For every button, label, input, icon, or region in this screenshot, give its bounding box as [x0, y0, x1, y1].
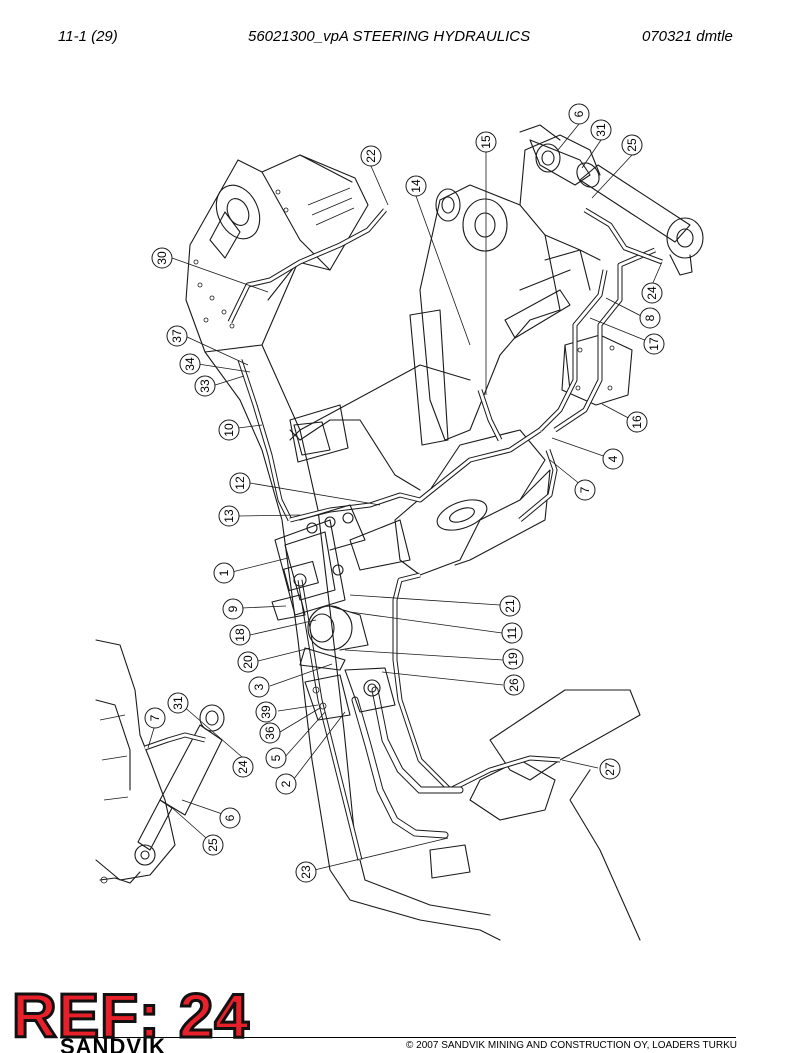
callout-number: 25 [206, 838, 220, 852]
callout-bubble: 25 [202, 834, 224, 856]
callout-number: 7 [578, 486, 592, 493]
callout-number: 10 [222, 423, 236, 437]
callout-bubble: 6 [568, 103, 590, 125]
callout-number: 8 [643, 314, 657, 321]
callout-number: 22 [364, 149, 378, 163]
page-number: 11-1 (29) [58, 28, 118, 45]
callout-number: 9 [226, 605, 240, 612]
callout-number: 5 [269, 754, 283, 761]
callout-bubble: 39 [255, 701, 277, 723]
callout-bubble: 24 [232, 756, 254, 778]
callout-bubble: 5 [265, 747, 287, 769]
center-frame [409, 134, 601, 446]
callout-number: 20 [241, 655, 255, 669]
callout-number: 7 [148, 714, 162, 721]
callout-bubble: 24 [641, 282, 663, 304]
detail-view-cylinder [95, 639, 225, 884]
callout-bubble: 21 [499, 595, 521, 617]
reference-stamp: REF: 24 [11, 982, 251, 1051]
callout-number: 12 [233, 476, 247, 490]
callout-bubble: 15 [475, 131, 497, 153]
callout-number: 27 [603, 762, 617, 776]
callout-number: 1 [217, 569, 231, 576]
callout-bubble: 7 [574, 479, 596, 501]
callout-bubble: 19 [502, 648, 524, 670]
callout-number: 15 [479, 135, 493, 149]
callout-bubble: 17 [643, 333, 665, 355]
callout-bubble: 23 [295, 861, 317, 883]
callout-number: 13 [222, 509, 236, 523]
callout-bubble: 11 [501, 622, 523, 644]
callout-number: 24 [236, 760, 250, 774]
callout-bubble: 26 [503, 674, 525, 696]
callout-bubble: 36 [259, 722, 281, 744]
callout-number: 17 [647, 337, 661, 351]
callout-bubble: 30 [151, 247, 173, 269]
callout-bubble: 7 [144, 707, 166, 729]
callout-number: 14 [409, 179, 423, 193]
footer-rule [60, 1037, 736, 1038]
callout-number: 19 [506, 652, 520, 666]
callout-bubble: 6 [219, 807, 241, 829]
callout-number: 26 [507, 678, 521, 692]
callout-bubble: 22 [360, 145, 382, 167]
callout-bubble: 13 [218, 505, 240, 527]
callout-bubble: 25 [621, 134, 643, 156]
steering-cylinder-top [519, 124, 704, 276]
callout-number: 4 [606, 455, 620, 462]
callout-bubble: 37 [166, 325, 188, 347]
callout-bubble: 27 [599, 758, 621, 780]
callout-number: 2 [279, 780, 293, 787]
callout-number: 21 [503, 599, 517, 613]
callout-number: 18 [233, 628, 247, 642]
callout-bubble: 12 [229, 472, 251, 494]
copyright-notice: © 2007 SANDVIK MINING AND CONSTRUCTION O… [406, 1040, 737, 1051]
callout-bubble: 9 [222, 598, 244, 620]
company-logo: SANDVIK [60, 1036, 167, 1053]
callout-number: 6 [572, 110, 586, 117]
callout-number: 37 [170, 329, 184, 343]
callout-number: 23 [299, 865, 313, 879]
callout-bubble: 10 [218, 419, 240, 441]
leader-lines [147, 123, 663, 873]
callout-bubble: 18 [229, 624, 251, 646]
callout-bubble: 31 [167, 692, 189, 714]
callout-number: 31 [171, 696, 185, 710]
callout-bubble: 31 [590, 119, 612, 141]
callout-bubble: 4 [602, 448, 624, 470]
callout-bubble: 3 [248, 676, 270, 698]
callout-number: 39 [259, 705, 273, 719]
callout-number: 36 [263, 726, 277, 740]
callout-bubble: 2 [275, 773, 297, 795]
callout-bubble: 14 [405, 175, 427, 197]
callout-number: 30 [155, 251, 169, 265]
drawing-title: 56021300_vpA STEERING HYDRAULICS [248, 28, 531, 45]
callout-bubble: 1 [213, 562, 235, 584]
callout-number: 25 [625, 138, 639, 152]
callout-bubble: 33 [194, 375, 216, 397]
steering-valve-assembly [271, 504, 396, 721]
rear-frame [185, 154, 369, 353]
callout-number: 11 [505, 626, 519, 639]
callout-number: 3 [252, 683, 266, 690]
callout-number: 33 [198, 379, 212, 393]
hydraulic-lines [227, 207, 663, 861]
callout-bubble: 34 [179, 353, 201, 375]
callout-bubble: 8 [639, 307, 661, 329]
drawing-code: 070321 dmtle [642, 28, 733, 45]
callout-bubble: 20 [237, 651, 259, 673]
callout-number: 6 [223, 814, 237, 821]
frame-rail [204, 344, 501, 941]
callout-bubbles: 6 31 15 25 22 14 30 24 8 17 37 34 33 16 … [144, 103, 665, 883]
callout-number: 34 [183, 357, 197, 371]
callout-number: 31 [594, 123, 608, 137]
callout-bubble: 16 [626, 411, 648, 433]
callout-number: 16 [630, 415, 644, 429]
front-frame [289, 419, 641, 941]
callout-number: 24 [645, 286, 659, 300]
